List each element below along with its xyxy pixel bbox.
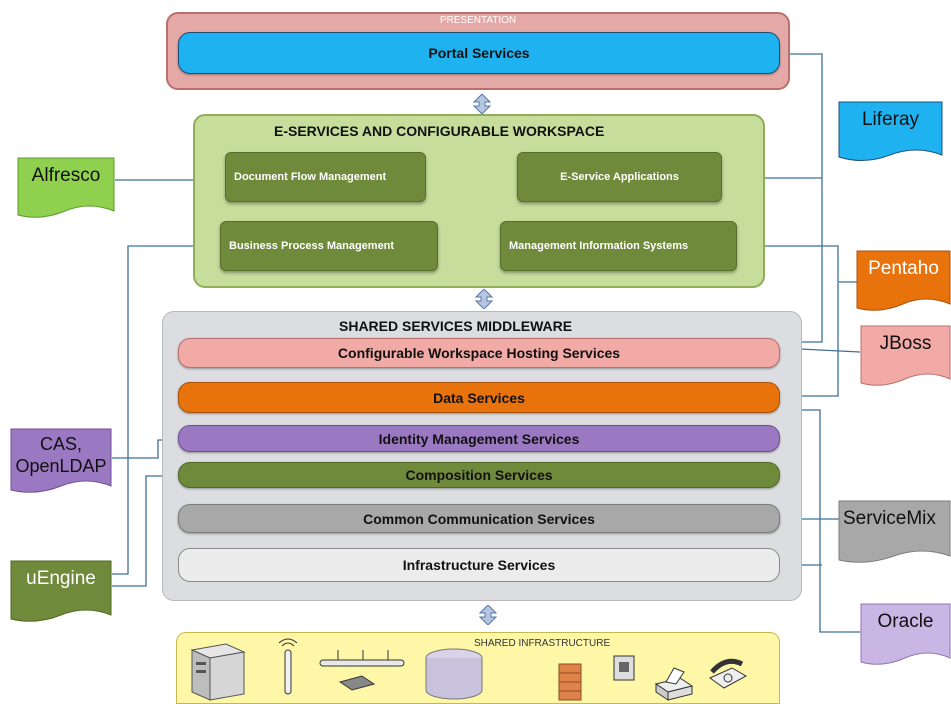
connector-mis-pentaho [737, 245, 858, 283]
composition-services-bar: Composition Services [178, 462, 780, 488]
business-process-management-box: Business Process Management [220, 221, 438, 271]
cas-openldap-tag-shape [10, 428, 112, 493]
server-icon [190, 643, 246, 701]
common-communication-bar: Common Communication Services [178, 504, 780, 533]
identity-management-bar: Identity Management Services [178, 425, 780, 452]
eservices-title: E-SERVICES AND CONFIGURABLE WORKSPACE [274, 123, 605, 139]
double-arrow-icon [479, 605, 497, 625]
document-flow-management-box: Document Flow Management [225, 152, 426, 202]
portal-services-bar: Portal Services [178, 32, 780, 74]
pentaho-label: Pentaho [868, 258, 939, 279]
pentaho-tag-shape [856, 250, 951, 311]
jboss-tag-shape [860, 325, 951, 386]
double-arrow-icon [473, 94, 491, 114]
hub-icon [319, 650, 405, 691]
middleware-title: SHARED SERVICES MIDDLEWARE [339, 318, 573, 334]
jboss-label: JBoss [879, 333, 932, 354]
servicemix-label: ServiceMix [843, 508, 936, 529]
oracle-tag-shape [860, 603, 951, 665]
liferay-label: Liferay [861, 109, 920, 130]
alfresco-label: Alfresco [31, 165, 101, 186]
servicemix-tag-shape [838, 500, 951, 563]
connector-portal-liferay [780, 53, 823, 343]
data-services-bar: Data Services [178, 382, 780, 413]
shared-infrastructure-title: SHARED INFRASTRUCTURE [474, 638, 611, 649]
database-icon [425, 648, 483, 700]
uengine-label: uEngine [26, 568, 96, 589]
management-information-systems-box: Management Information Systems [500, 221, 737, 271]
e-service-applications-box: E-Service Applications [517, 152, 722, 202]
printer-icon [654, 667, 694, 701]
security-camera-icon [613, 655, 635, 681]
connector-bpm-uengine [112, 245, 220, 575]
cas-openldap-label: CAS, OpenLDAP [15, 434, 107, 476]
telephone-icon [709, 658, 748, 689]
configurable-workspace-hosting-bar: Configurable Workspace Hosting Services [178, 338, 780, 368]
firewall-icon [558, 663, 582, 701]
double-arrow-icon [475, 289, 493, 309]
infrastructure-services-bar: Infrastructure Services [178, 548, 780, 582]
antenna-icon [278, 638, 298, 695]
presentation-title: PRESENTATION [439, 15, 517, 26]
liferay-tag-shape [838, 101, 943, 161]
oracle-label: Oracle [877, 611, 934, 632]
uengine-tag-shape [10, 560, 112, 622]
alfresco-tag-shape [17, 157, 115, 218]
